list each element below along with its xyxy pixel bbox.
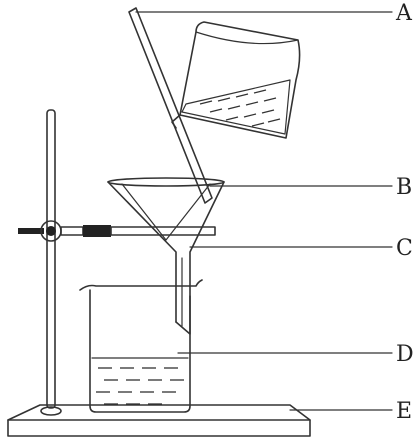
label-b: B xyxy=(396,175,412,200)
funnel xyxy=(107,177,225,335)
receiving-beaker xyxy=(79,279,203,413)
pouring-liquid xyxy=(181,79,291,135)
ring-clamp xyxy=(18,220,216,242)
label-a: A xyxy=(395,1,413,26)
stand-base xyxy=(7,404,311,437)
label-d: D xyxy=(396,342,414,367)
leader-lines xyxy=(135,11,393,411)
pouring-beaker xyxy=(171,21,301,139)
stand-rod xyxy=(40,109,62,416)
filtrate-liquid xyxy=(91,357,189,405)
label-e: E xyxy=(396,399,412,424)
label-c: C xyxy=(396,236,413,261)
glass-rod xyxy=(128,7,213,204)
